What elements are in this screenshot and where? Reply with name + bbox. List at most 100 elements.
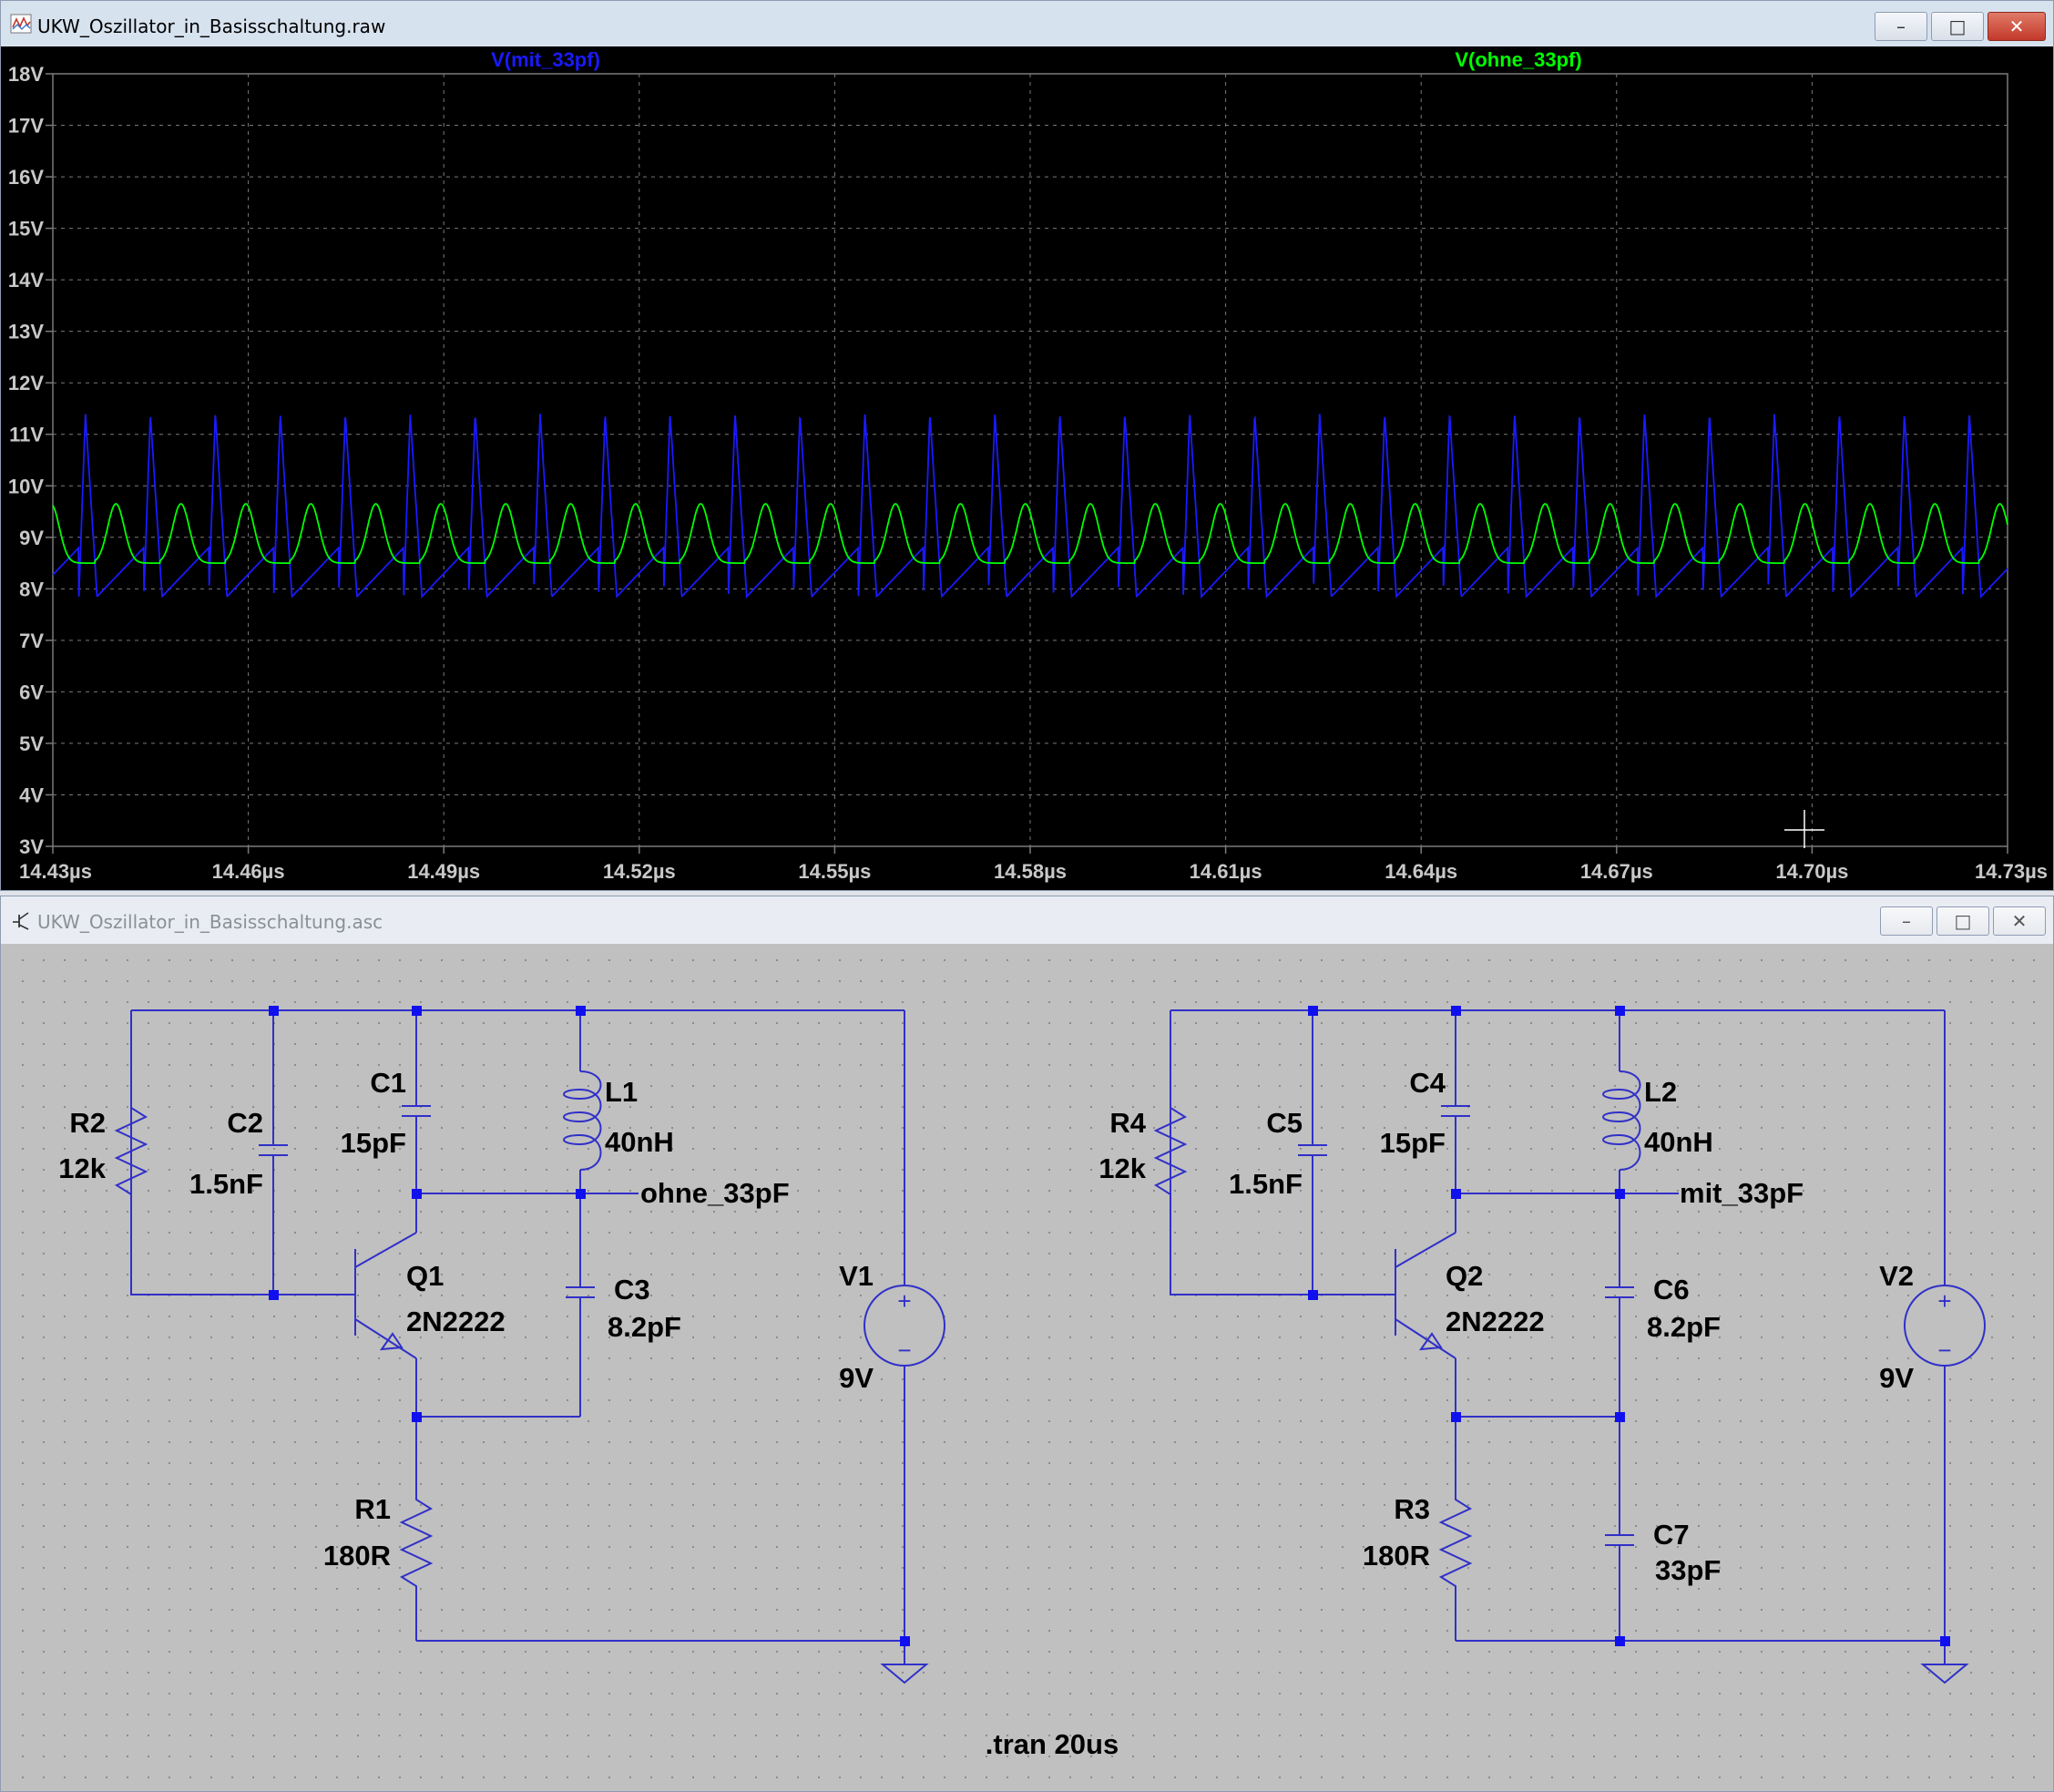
junction-dot [1615, 1636, 1625, 1646]
v1-name[interactable]: V1 [839, 1260, 874, 1292]
net-label-mit[interactable]: mit_33pF [1680, 1177, 1804, 1209]
right-labels: R4 12k C5 1.5nF C4 15pF L2 40nH mit_33pF… [1099, 1067, 1914, 1586]
c7-name[interactable]: C7 [1653, 1519, 1690, 1551]
v2-plus: + [1937, 1287, 1951, 1315]
y-tick-label: 4V [19, 783, 44, 806]
y-tick-label: 16V [8, 166, 44, 189]
junction-dot [412, 1189, 422, 1199]
r3-value[interactable]: 180R [1363, 1540, 1430, 1572]
junction-dot [1308, 1290, 1318, 1300]
spice-directive[interactable]: .tran 20us [986, 1728, 1119, 1760]
waveform-window-controls: – □ ✕ [1871, 12, 2046, 41]
close-button[interactable]: ✕ [1993, 906, 2046, 936]
junction-dot [576, 1006, 586, 1016]
v2-name[interactable]: V2 [1879, 1260, 1914, 1292]
c5-name[interactable]: C5 [1266, 1107, 1303, 1139]
r3-name[interactable]: R3 [1394, 1493, 1430, 1525]
v2-source[interactable] [1904, 1285, 1986, 1367]
close-button[interactable]: ✕ [1988, 12, 2046, 41]
minimize-button[interactable]: – [1880, 906, 1933, 936]
schematic-app-icon [10, 909, 34, 936]
waveform-titlebar[interactable]: UKW_Oszillator_in_Basisschaltung.raw – □… [1, 1, 2053, 46]
junction-dot [269, 1006, 279, 1016]
junction-dot [1451, 1412, 1461, 1422]
v2-value[interactable]: 9V [1879, 1362, 1914, 1394]
r4-resistor[interactable] [1153, 1099, 1188, 1203]
maximize-button[interactable]: □ [1936, 906, 1989, 936]
junction-dot [900, 1636, 910, 1646]
junction-dot [412, 1006, 422, 1016]
c4-value[interactable]: 15pF [1380, 1127, 1446, 1159]
r3-resistor[interactable] [1438, 1490, 1473, 1595]
l2-value[interactable]: 40nH [1644, 1126, 1713, 1158]
y-tick-label: 3V [19, 835, 44, 858]
l2-name[interactable]: L2 [1644, 1076, 1677, 1108]
schematic-window[interactable]: UKW_Oszillator_in_Basisschaltung.asc – □… [0, 896, 2054, 1792]
waveform-plot[interactable]: 3V4V5V6V7V8V9V10V11V12V13V14V15V16V17V18… [1, 1, 2053, 890]
junction-dot [1615, 1006, 1625, 1016]
x-tick-label: 14.67µs [1580, 860, 1653, 883]
junction-dot [412, 1412, 422, 1422]
r2-value[interactable]: 12k [58, 1152, 106, 1184]
junction-dot [269, 1290, 279, 1300]
c2-name[interactable]: C2 [227, 1107, 263, 1139]
q2-collector[interactable] [1395, 1232, 1456, 1268]
waveform-window-title: UKW_Oszillator_in_Basisschaltung.raw [37, 15, 386, 37]
q1-value[interactable]: 2N2222 [406, 1306, 506, 1337]
y-tick-label: 6V [19, 681, 44, 703]
x-tick-label: 14.43µs [19, 860, 92, 883]
l1-name[interactable]: L1 [605, 1076, 638, 1108]
waveform-window[interactable]: UKW_Oszillator_in_Basisschaltung.raw – □… [0, 0, 2054, 891]
x-tick-label: 14.52µs [603, 860, 676, 883]
c6-name[interactable]: C6 [1653, 1274, 1690, 1306]
c3-value[interactable]: 8.2pF [608, 1311, 681, 1343]
c1-value[interactable]: 15pF [341, 1127, 406, 1159]
r2-name[interactable]: R2 [69, 1107, 106, 1139]
r1-value[interactable]: 180R [323, 1540, 391, 1572]
y-tick-label: 5V [19, 732, 44, 755]
c7-value[interactable]: 33pF [1655, 1554, 1721, 1586]
junction-dot [1615, 1412, 1625, 1422]
x-tick-label: 14.64µs [1385, 860, 1457, 883]
r2-resistor[interactable] [114, 1099, 148, 1203]
schematic-titlebar[interactable]: UKW_Oszillator_in_Basisschaltung.asc – □… [1, 896, 2053, 944]
r4-value[interactable]: 12k [1099, 1152, 1146, 1184]
q2-value[interactable]: 2N2222 [1446, 1306, 1545, 1337]
x-tick-label: 14.70µs [1775, 860, 1848, 883]
y-tick-label: 9V [19, 527, 44, 549]
q1-name[interactable]: Q1 [406, 1260, 444, 1292]
plot-background [1, 46, 2053, 890]
c5-value[interactable]: 1.5nF [1229, 1168, 1303, 1200]
minimize-button[interactable]: – [1875, 12, 1927, 41]
schematic-canvas[interactable]: + − + − R2 12k C2 1.5nF C1 15pF L1 40nH … [1, 896, 2053, 1791]
junction-dot [1451, 1006, 1461, 1016]
c4-name[interactable]: C4 [1409, 1067, 1446, 1099]
legend-v-ohne-33pf: V(ohne_33pf) [1455, 48, 1581, 71]
q2-name[interactable]: Q2 [1446, 1260, 1483, 1292]
c2-value[interactable]: 1.5nF [189, 1168, 263, 1200]
y-tick-label: 8V [19, 578, 44, 600]
source-polarity: + − + − [897, 1287, 1951, 1364]
net-label-ohne[interactable]: ohne_33pF [640, 1177, 790, 1209]
q2-emitter[interactable] [1395, 1318, 1456, 1359]
x-tick-label: 14.49µs [407, 860, 480, 883]
r1-resistor[interactable] [399, 1490, 434, 1595]
maximize-button[interactable]: □ [1931, 12, 1984, 41]
c6-value[interactable]: 8.2pF [1647, 1311, 1721, 1343]
v1-plus: + [897, 1287, 911, 1315]
v1-source[interactable] [863, 1285, 945, 1367]
l2-inductor[interactable] [1602, 1070, 1641, 1171]
q1-collector[interactable] [354, 1232, 417, 1268]
c3-name[interactable]: C3 [614, 1274, 650, 1306]
schematic-grid [10, 946, 2044, 1789]
r1-name[interactable]: R1 [354, 1493, 391, 1525]
right-circuit [1153, 1009, 1986, 1684]
y-tick-label: 13V [8, 321, 44, 343]
v1-value[interactable]: 9V [839, 1362, 874, 1394]
r4-name[interactable]: R4 [1109, 1107, 1146, 1139]
l1-inductor[interactable] [563, 1070, 602, 1171]
c1-name[interactable]: C1 [370, 1067, 406, 1099]
y-tick-label: 12V [8, 372, 44, 394]
q1-emitter[interactable] [354, 1318, 417, 1359]
l1-value[interactable]: 40nH [605, 1126, 674, 1158]
